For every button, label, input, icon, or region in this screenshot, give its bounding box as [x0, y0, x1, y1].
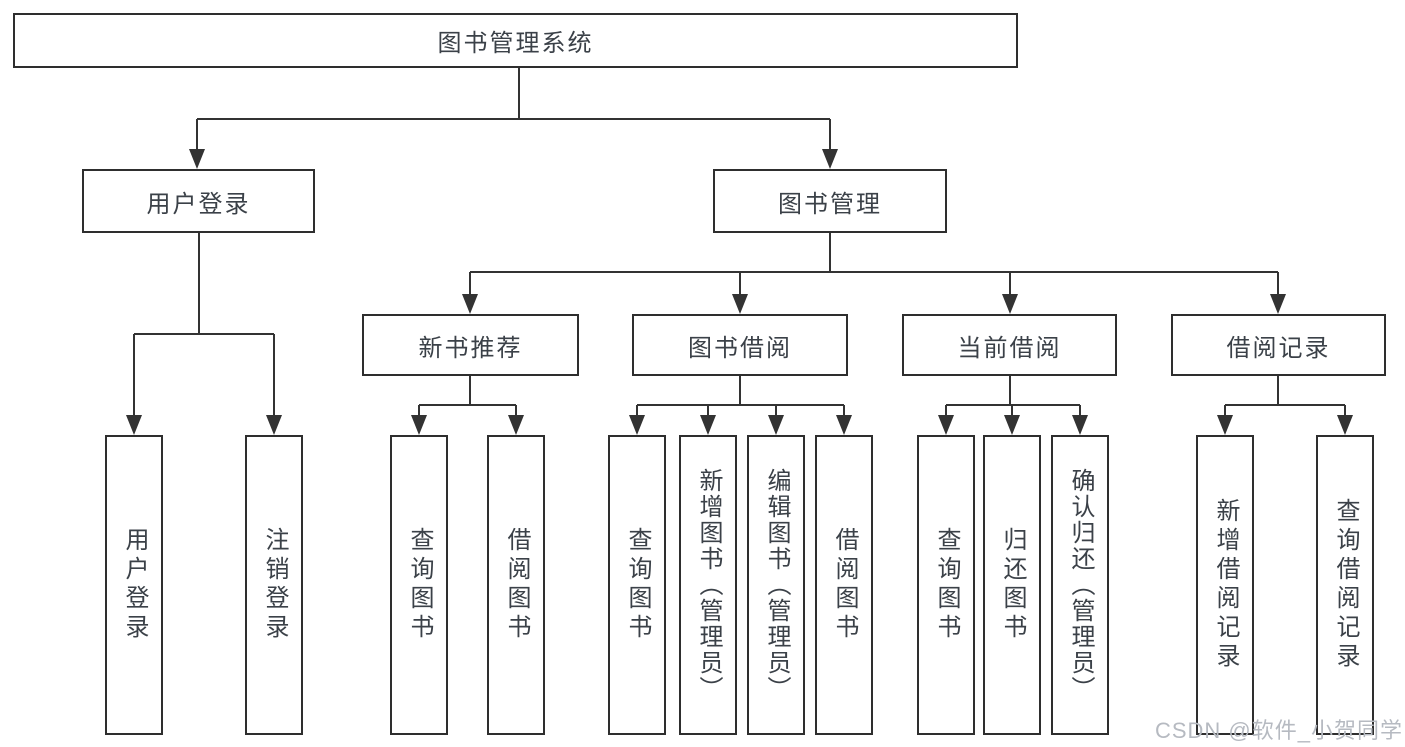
node-book-management: 图书管理	[713, 169, 947, 233]
leaf-query-books-current-label: 查询图书	[933, 527, 960, 643]
leaf-query-books-borrow-label: 查询图书	[624, 527, 651, 643]
csdn-watermark: CSDN @软件_小贺同学	[1154, 718, 1403, 743]
leaf-add-borrow-record: 新增借阅记录	[1196, 435, 1254, 735]
leaf-query-books-borrow: 查询图书	[608, 435, 666, 735]
leaf-logout: 注销登录	[245, 435, 303, 735]
connector-new-book-children	[418, 376, 517, 417]
connector-root-to-level2	[196, 68, 831, 151]
node-book-management-label: 图书管理	[778, 190, 882, 218]
node-new-book-recommend: 新书推荐	[362, 314, 579, 376]
leaf-edit-books-admin-label: 编辑图书（管理员）	[763, 468, 790, 702]
leaf-add-borrow-record-label: 新增借阅记录	[1212, 498, 1239, 672]
leaf-edit-books-admin: 编辑图书（管理员）	[747, 435, 805, 735]
leaf-confirm-return-admin: 确认归还（管理员）	[1051, 435, 1109, 735]
node-user-login: 用户登录	[82, 169, 315, 233]
connector-borrow-records-children	[1224, 376, 1346, 417]
leaf-borrow-books: 借阅图书	[815, 435, 873, 735]
leaf-query-borrow-record: 查询借阅记录	[1316, 435, 1374, 735]
leaf-borrow-books-label: 借阅图书	[831, 527, 858, 643]
node-current-borrow-label: 当前借阅	[957, 334, 1062, 362]
leaf-return-books-label: 归还图书	[999, 527, 1026, 643]
leaf-confirm-return-admin-label: 确认归还（管理员）	[1067, 468, 1094, 702]
leaf-query-books-recommend: 查询图书	[390, 435, 448, 735]
leaf-query-books-current: 查询图书	[917, 435, 975, 735]
leaf-user-login: 用户登录	[105, 435, 163, 735]
node-book-borrow: 图书借阅	[632, 314, 848, 376]
leaf-user-login-label: 用户登录	[121, 527, 148, 643]
arrowheads-level3	[462, 294, 1286, 314]
node-borrow-records: 借阅记录	[1171, 314, 1386, 376]
node-root-label: 图书管理系统	[437, 30, 594, 57]
connector-user-login-children	[133, 233, 275, 417]
arrowheads-level2	[189, 149, 838, 169]
leaf-add-books-admin-label: 新增图书（管理员）	[695, 468, 722, 702]
connector-book-borrow-children	[636, 376, 845, 417]
node-current-borrow: 当前借阅	[902, 314, 1117, 376]
connector-current-borrow-children	[945, 376, 1081, 417]
connector-book-mgmt-to-level3	[469, 233, 1279, 296]
node-user-login-label: 用户登录	[146, 190, 251, 218]
leaf-add-books-admin: 新增图书（管理员）	[679, 435, 737, 735]
node-root: 图书管理系统	[13, 13, 1018, 68]
node-borrow-records-label: 借阅记录	[1226, 334, 1331, 362]
leaf-query-borrow-record-label: 查询借阅记录	[1332, 498, 1359, 672]
leaf-query-books-recommend-label: 查询图书	[406, 527, 433, 643]
leaf-borrow-books-recommend-label: 借阅图书	[503, 527, 530, 643]
node-new-book-recommend-label: 新书推荐	[418, 334, 523, 362]
leaf-logout-label: 注销登录	[261, 527, 288, 643]
leaf-borrow-books-recommend: 借阅图书	[487, 435, 545, 735]
arrowheads-user-login-children	[126, 415, 282, 435]
arrowheads-leaves	[411, 415, 1353, 435]
leaf-return-books: 归还图书	[983, 435, 1041, 735]
node-book-borrow-label: 图书借阅	[688, 334, 792, 362]
